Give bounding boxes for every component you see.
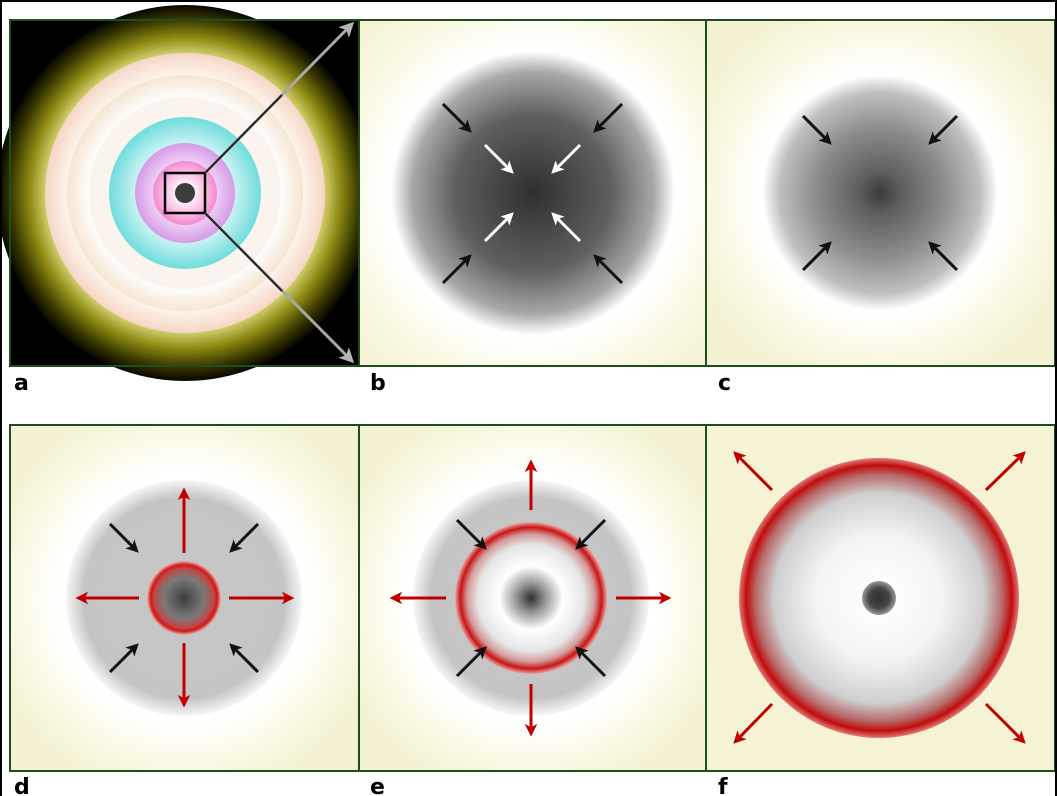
panel-d (10, 425, 359, 771)
zoom-box (163, 171, 207, 215)
zoom-connector-lines-dark (204, 94, 283, 292)
inward-arrows-outer (441, 102, 624, 285)
outward-arrows (75, 487, 295, 708)
panel-label-e: e (370, 775, 385, 796)
panel-f (706, 425, 1055, 771)
panel-label-d: d (14, 775, 30, 796)
panel-label-f: f (718, 775, 728, 796)
compressed-core (762, 75, 998, 311)
panel-c (706, 20, 1055, 366)
proto-neutron-star (147, 561, 221, 635)
expanding-shock (455, 522, 607, 674)
outward-arrows (733, 451, 1026, 744)
outward-arrows (389, 459, 672, 737)
panel-label-a: a (14, 371, 29, 396)
inward-arrows (455, 518, 607, 678)
panel-b (359, 20, 706, 366)
iron-core (175, 183, 195, 203)
inward-arrows (801, 114, 959, 272)
inward-arrows (108, 522, 260, 674)
panel-label-c: c (718, 371, 731, 396)
neutron-star (862, 581, 896, 615)
panel-label-b: b (370, 371, 386, 396)
inward-arrows-inner (483, 143, 582, 243)
collapsing-core (390, 50, 676, 336)
panel-e (359, 425, 706, 771)
